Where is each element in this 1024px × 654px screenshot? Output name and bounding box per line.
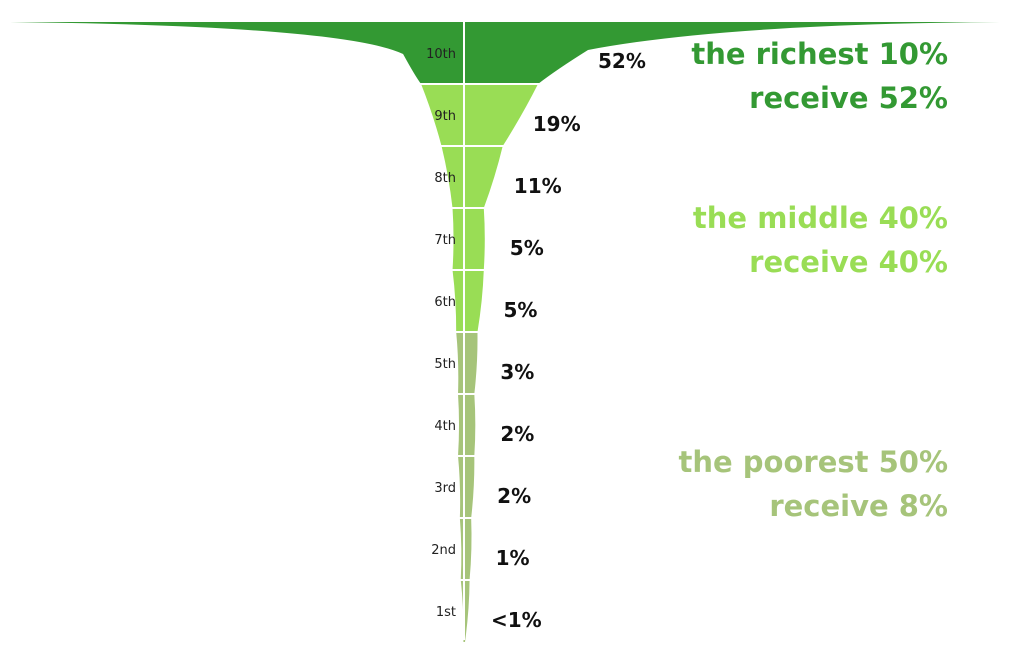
decile-label: 2nd xyxy=(431,543,456,558)
decile-label: 5th xyxy=(434,357,456,372)
decile-label: 7th xyxy=(434,233,456,248)
funnel-segment-2nd xyxy=(459,518,472,580)
value-label: 5% xyxy=(503,298,537,322)
decile-label: 8th xyxy=(434,171,456,186)
funnel-dividers xyxy=(419,22,540,640)
funnel-segment-3rd xyxy=(458,456,475,518)
funnel-segment-5th xyxy=(456,332,478,394)
funnel-segment-7th xyxy=(452,208,485,270)
group-annotations: the richest 10% receive 52% the middle 40%… xyxy=(679,37,948,523)
annotation-top: receive 52% xyxy=(749,81,948,115)
value-labels: 52% 19% 11% 5% 5% 3% 2% 2% 1% <1% xyxy=(491,49,646,632)
funnel-segment-4th xyxy=(458,394,476,456)
decile-label: 4th xyxy=(434,419,456,434)
annotation-bottom: the poorest 50% xyxy=(679,445,948,479)
annotation-bottom: receive 8% xyxy=(769,489,948,523)
decile-labels: 10th 9th 8th 7th 6th 5th 4th 3rd 2nd 1st xyxy=(426,47,456,620)
annotation-middle: the middle 40% xyxy=(693,201,948,235)
value-label: 2% xyxy=(497,484,531,508)
value-label: <1% xyxy=(491,608,542,632)
value-label: 3% xyxy=(500,360,534,384)
funnel-segment-1st xyxy=(460,580,470,642)
decile-label: 6th xyxy=(434,295,456,310)
value-label: 1% xyxy=(496,546,530,570)
value-label: 19% xyxy=(533,112,581,136)
decile-label: 1st xyxy=(436,605,456,620)
decile-label: 3rd xyxy=(434,481,456,496)
funnel-segment-9th xyxy=(421,84,538,146)
funnel-shapes xyxy=(10,22,1000,642)
value-label: 2% xyxy=(500,422,534,446)
value-label: 5% xyxy=(510,236,544,260)
funnel-segment-8th xyxy=(441,146,503,208)
annotation-top: the richest 10% xyxy=(691,37,948,71)
decile-label: 10th xyxy=(426,47,456,62)
funnel-segment-10th xyxy=(10,22,1000,84)
funnel-segment-6th xyxy=(452,270,484,332)
decile-label: 9th xyxy=(434,109,456,124)
value-label: 11% xyxy=(514,174,562,198)
value-label: 52% xyxy=(598,49,646,73)
annotation-middle: receive 40% xyxy=(749,245,948,279)
